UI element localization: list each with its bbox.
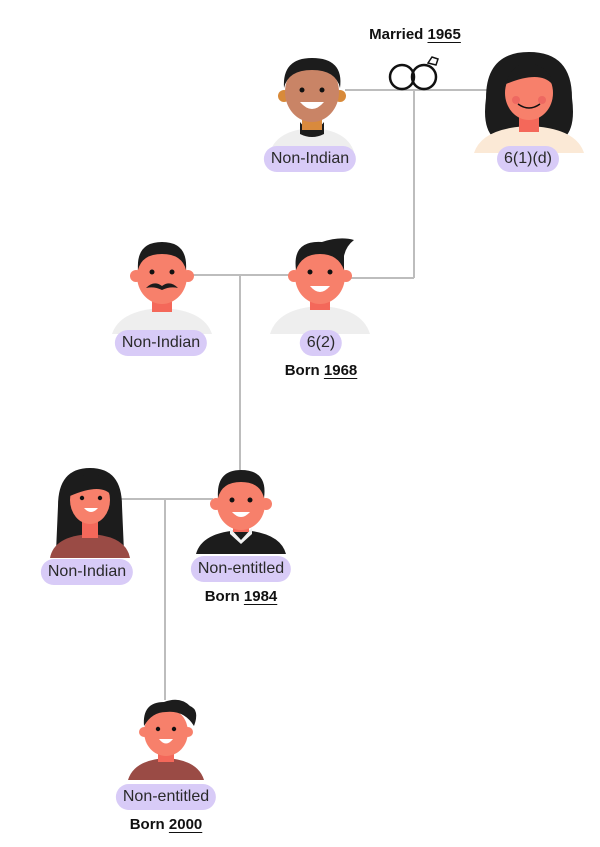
avatar-gen1-man <box>262 52 362 152</box>
status-badge: 6(2) <box>299 330 343 356</box>
marriage-year: 1965 <box>427 26 461 43</box>
status-badge: Non-Indian <box>114 330 208 356</box>
wedding-rings-icon <box>388 56 439 91</box>
avatar-gen3-son <box>196 468 286 554</box>
avatar-gen4-son <box>124 696 208 780</box>
born-caption: Born 1984 <box>204 588 278 605</box>
avatar-gen2-spouse <box>112 238 212 334</box>
status-badge: Non-Indian <box>263 146 357 172</box>
marriage-caption: Married 1965 <box>369 26 461 43</box>
avatar-gen2-son <box>270 236 370 334</box>
status-badge: 6(1)(d) <box>496 146 560 172</box>
status-badge: Non-Indian <box>40 559 134 585</box>
status-badge: Non-entitled <box>115 784 217 810</box>
avatar-gen1-woman <box>474 48 584 153</box>
born-caption: Born 2000 <box>129 816 203 833</box>
avatar-gen3-spouse <box>48 466 132 558</box>
status-badge: Non-entitled <box>190 556 292 582</box>
born-caption: Born 1968 <box>284 362 358 379</box>
